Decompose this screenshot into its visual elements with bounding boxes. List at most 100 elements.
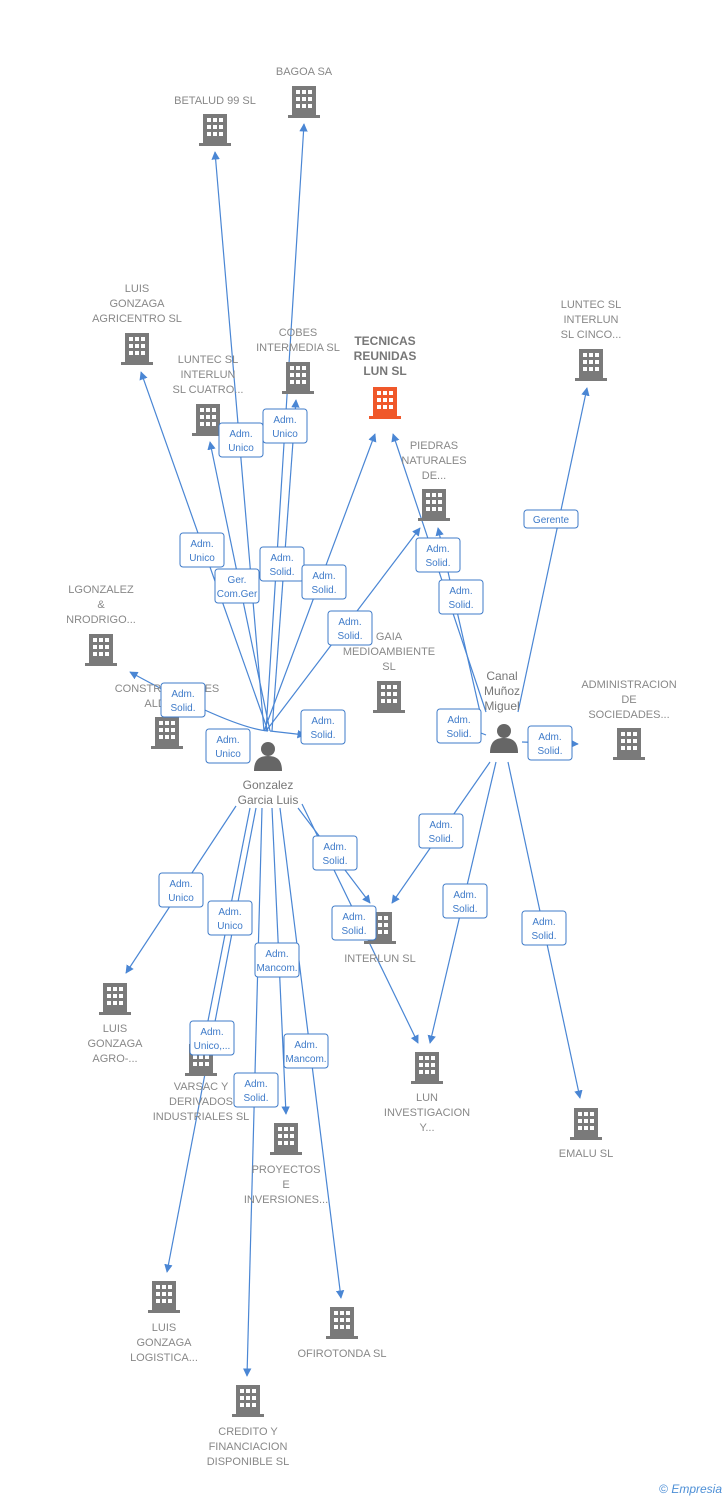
edge-label-e14[interactable]: Adm.Solid. [436, 708, 482, 744]
company-label[interactable]: TECNICAS [354, 334, 415, 348]
edge-label-e11[interactable]: Adm.Solid. [415, 537, 461, 573]
company-node-admsoc[interactable]: ADMINISTRACIONDESOCIEDADES... [581, 679, 677, 760]
building-icon[interactable] [148, 1281, 180, 1313]
edge-label-e18[interactable]: Adm.Solid. [521, 910, 567, 946]
company-node-luntec5[interactable]: LUNTEC SL INTERLUN SL CINCO... [561, 299, 622, 381]
company-node-ofirotonda[interactable]: OFIROTONDA SL [297, 1307, 387, 1360]
company-label[interactable]: AGRICENTRO SL [92, 313, 182, 325]
company-label[interactable]: LUIS [103, 1023, 127, 1035]
company-label[interactable]: INVERSIONES... [244, 1194, 328, 1206]
edge-label-e3[interactable]: Adm.Unico [179, 532, 225, 568]
edge-label-e21[interactable]: Adm.Unico [207, 900, 253, 936]
company-label[interactable]: NATURALES [401, 455, 466, 467]
company-label[interactable]: MEDIOAMBIENTE [343, 646, 435, 658]
company-label[interactable]: VARSAC Y [174, 1081, 229, 1093]
company-label[interactable]: AGRO-... [92, 1053, 137, 1065]
person-label[interactable]: Miguel [484, 699, 519, 713]
company-node-piedras[interactable]: PIEDRASNATURALESDE... [401, 440, 467, 521]
company-label[interactable]: GONZAGA [136, 1337, 192, 1349]
edge-label-e1[interactable]: Adm.Unico [218, 422, 264, 458]
company-label[interactable]: SL [382, 661, 395, 673]
building-icon[interactable] [411, 1052, 443, 1084]
edge-label-e22[interactable]: Adm.Mancom. [254, 942, 300, 978]
company-label[interactable]: GONZAGA [87, 1038, 143, 1050]
company-node-gaia[interactable]: GAIA MEDIOAMBIENTE SL [343, 631, 435, 713]
company-node-lgonzalez[interactable]: LGONZALEZ&NRODRIGO... [66, 584, 136, 666]
footer-brand[interactable]: © Empresia [659, 1482, 722, 1496]
edge-label-e17[interactable]: Adm.Solid. [442, 883, 488, 919]
company-label[interactable]: DERIVADOS [169, 1096, 233, 1108]
edge-label-e4[interactable]: Ger.Com.Ger [214, 568, 260, 604]
company-label[interactable]: BAGOA SA [276, 66, 333, 78]
company-label[interactable]: LUN [416, 1092, 438, 1104]
edge-label-e24[interactable]: Adm.Mancom. [283, 1033, 329, 1069]
company-node-logistica[interactable]: LUISGONZAGALOGISTICA... [130, 1281, 198, 1364]
edge-label-e2[interactable]: Adm.Unico [262, 408, 308, 444]
person-icon[interactable] [490, 724, 518, 753]
company-label[interactable]: GAIA [376, 631, 403, 643]
company-label[interactable]: E [282, 1179, 289, 1191]
company-label[interactable]: SOCIEDADES... [588, 709, 669, 721]
company-label[interactable]: ADMINISTRACION [581, 679, 676, 691]
edge-label-e19[interactable]: Adm.Solid. [312, 835, 358, 871]
building-icon[interactable] [270, 1123, 302, 1155]
company-label[interactable]: SL CINCO... [561, 329, 622, 341]
company-node-emalu[interactable]: EMALU SL [559, 1108, 613, 1160]
company-label[interactable]: LUNTEC SL [561, 299, 622, 311]
company-label[interactable]: LOGISTICA... [130, 1352, 198, 1364]
edge-label-e23[interactable]: Adm.Unico,... [189, 1020, 235, 1056]
company-label[interactable]: INTERLUN [180, 369, 235, 381]
company-label[interactable]: INTERLUN [563, 314, 618, 326]
edge-label-e6[interactable]: Adm.Solid. [301, 564, 347, 600]
company-node-agro[interactable]: LUIS GONZAGA AGRO-... [87, 983, 143, 1065]
company-label[interactable]: & [97, 599, 105, 611]
company-label[interactable]: INTERLUN SL [344, 953, 416, 965]
company-label[interactable]: LUIS [125, 283, 149, 295]
company-label[interactable]: DISPONIBLE SL [207, 1456, 290, 1468]
company-node-lunInv[interactable]: LUNINVESTIGACIONY... [384, 1052, 470, 1134]
company-label[interactable]: CREDITO Y [218, 1426, 278, 1438]
person-label[interactable]: Garcia Luis [238, 793, 299, 807]
edge-label-e13[interactable]: Adm.Solid. [438, 579, 484, 615]
edge-label-e20[interactable]: Adm.Unico [158, 872, 204, 908]
company-label[interactable]: GONZAGA [109, 298, 165, 310]
company-label[interactable]: FINANCIACION [209, 1441, 288, 1453]
edge-label-e10[interactable]: Adm.Unico [205, 728, 251, 764]
company-node-betalud[interactable]: BETALUD 99 SL [174, 95, 256, 146]
edge-label-e7[interactable]: Adm.Solid. [327, 610, 373, 646]
edge-label-e12[interactable]: Gerente [523, 509, 579, 529]
company-node-proyectos[interactable]: PROYECTOS E INVERSIONES... [244, 1123, 328, 1206]
edge-label-e16[interactable]: Adm.Solid. [418, 813, 464, 849]
company-label[interactable]: REUNIDAS [354, 349, 417, 363]
building-icon[interactable] [232, 1385, 264, 1417]
company-node-credito[interactable]: CREDITO Y FINANCIACION DISPONIBLE SL [207, 1385, 290, 1468]
company-label[interactable]: OFIROTONDA SL [297, 1348, 386, 1360]
building-icon[interactable] [570, 1108, 602, 1140]
building-icon[interactable] [326, 1307, 358, 1339]
edge-label-e5[interactable]: Adm.Solid. [259, 546, 305, 582]
building-icon[interactable] [369, 387, 401, 419]
company-label[interactable]: LUNTEC SL [178, 354, 239, 366]
company-node-interlun[interactable]: INTERLUN SL [344, 912, 416, 965]
building-icon[interactable] [85, 634, 117, 666]
edge-label-e8[interactable]: Adm.Solid. [160, 682, 206, 718]
building-icon[interactable] [288, 86, 320, 118]
company-label[interactable]: COBES [279, 327, 318, 339]
company-label[interactable]: PIEDRAS [410, 440, 458, 452]
company-label[interactable]: PROYECTOS [252, 1164, 321, 1176]
company-node-luntec4[interactable]: LUNTEC SL INTERLUN SL CUATRO... [173, 354, 244, 436]
company-label[interactable]: BETALUD 99 SL [174, 95, 256, 107]
company-label[interactable]: LUN SL [363, 364, 406, 378]
edge-label-e25[interactable]: Adm.Solid. [233, 1072, 279, 1108]
company-node-bagoa[interactable]: BAGOA SA [276, 66, 333, 118]
company-label[interactable]: SL CUATRO... [173, 384, 244, 396]
edge-label-e26[interactable]: Adm.Solid. [331, 905, 377, 941]
building-icon[interactable] [373, 681, 405, 713]
building-icon[interactable] [282, 362, 314, 394]
company-label[interactable]: NRODRIGO... [66, 614, 136, 626]
edge-label-e15[interactable]: Adm.Solid. [527, 725, 573, 761]
